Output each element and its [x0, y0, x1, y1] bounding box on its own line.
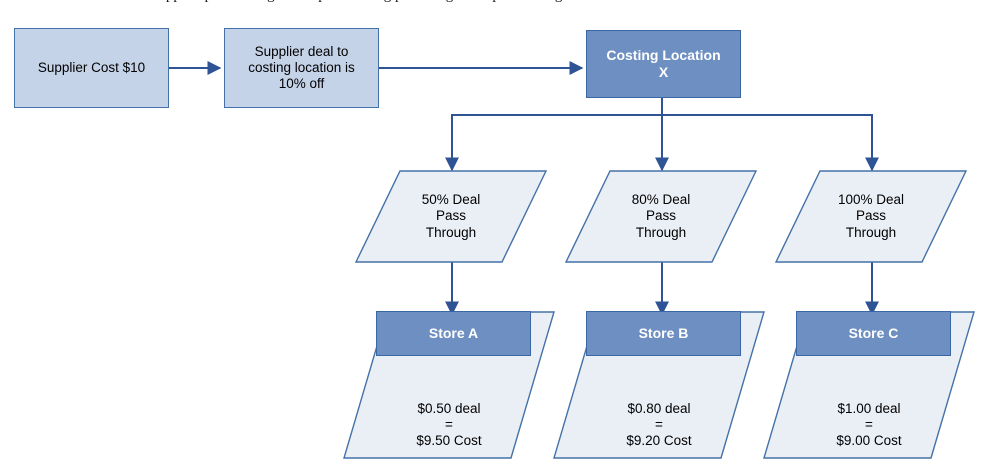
pass-through-parallelogram-3[interactable]: 100% Deal Pass Through [775, 170, 967, 263]
node-costing-location-label: Costing Location X [606, 47, 721, 80]
node-store-a-label: Store A [428, 325, 479, 342]
node-supplier-deal-label: Supplier deal to costing location is 10%… [248, 44, 355, 91]
result-label-3: $1.00 deal = $9.00 Cost [836, 400, 902, 449]
pass-through-label-3: 100% Deal Pass Through [837, 192, 905, 240]
result-label-2: $0.80 deal = $9.20 Cost [626, 400, 692, 449]
node-supplier-deal[interactable]: Supplier deal to costing location is 10%… [224, 28, 379, 108]
node-store-b-label: Store B [638, 325, 689, 342]
node-store-c[interactable]: Store C [796, 311, 951, 356]
cropped-caption-text: Supplier pass-through example showing pe… [150, 0, 910, 3]
node-supplier-cost[interactable]: Supplier Cost $10 [14, 28, 169, 108]
pass-through-parallelogram-2[interactable]: 80% Deal Pass Through [565, 170, 757, 263]
pass-through-label-2: 80% Deal Pass Through [631, 192, 691, 240]
pass-through-label-1: 50% Deal Pass Through [421, 192, 481, 240]
pass-through-parallelogram-1[interactable]: 50% Deal Pass Through [355, 170, 547, 263]
result-label-1: $0.50 deal = $9.50 Cost [416, 400, 482, 449]
node-store-b[interactable]: Store B [586, 311, 741, 356]
node-costing-location[interactable]: Costing Location X [586, 30, 741, 98]
node-supplier-cost-label: Supplier Cost $10 [37, 60, 146, 76]
node-store-a[interactable]: Store A [376, 311, 531, 356]
node-store-c-label: Store C [848, 325, 899, 342]
